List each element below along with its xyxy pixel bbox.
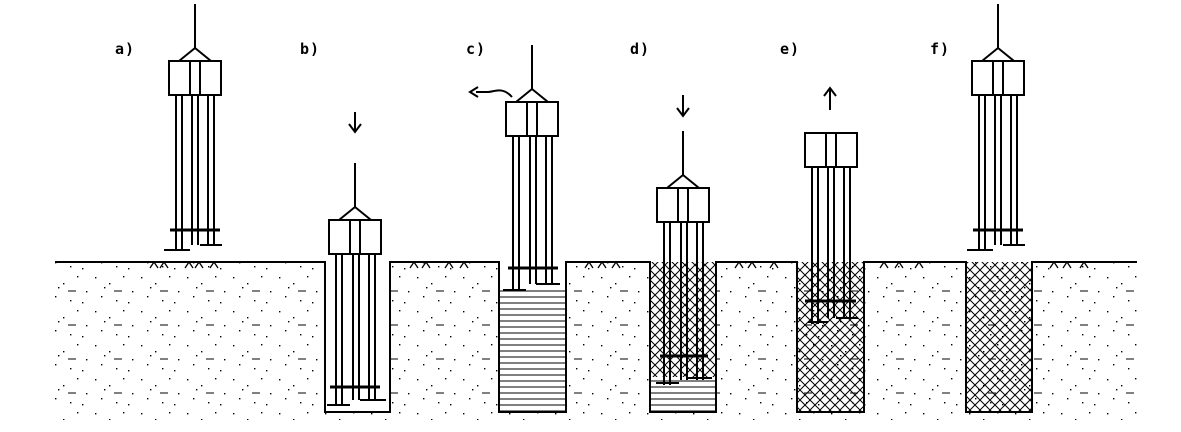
soil-mass <box>55 262 1137 420</box>
rig-a <box>164 3 222 251</box>
rig-e <box>804 132 858 324</box>
trench-d-concrete <box>651 262 715 377</box>
trench-f-concrete <box>966 262 1032 412</box>
rig-d <box>656 130 712 385</box>
trench-b <box>325 262 390 412</box>
step-label-d: d) <box>630 40 651 58</box>
rig-f <box>967 3 1025 251</box>
step-label-a: a) <box>115 40 136 58</box>
up-arrow-icon <box>823 86 837 110</box>
step-label-b: b) <box>300 40 321 58</box>
step-label-c: c) <box>466 40 487 58</box>
grass-tufts <box>149 260 1089 269</box>
hose-icon <box>468 86 513 98</box>
ground-line <box>55 261 1137 413</box>
step-label-e: e) <box>780 40 801 58</box>
down-arrow-icon <box>676 95 690 118</box>
trench-e-concrete <box>797 262 864 412</box>
step-label-f: f) <box>930 40 951 58</box>
trench-c-slurry <box>500 290 565 412</box>
rig-b <box>327 162 386 406</box>
rig-c <box>503 44 560 291</box>
down-arrow-icon <box>348 112 362 134</box>
